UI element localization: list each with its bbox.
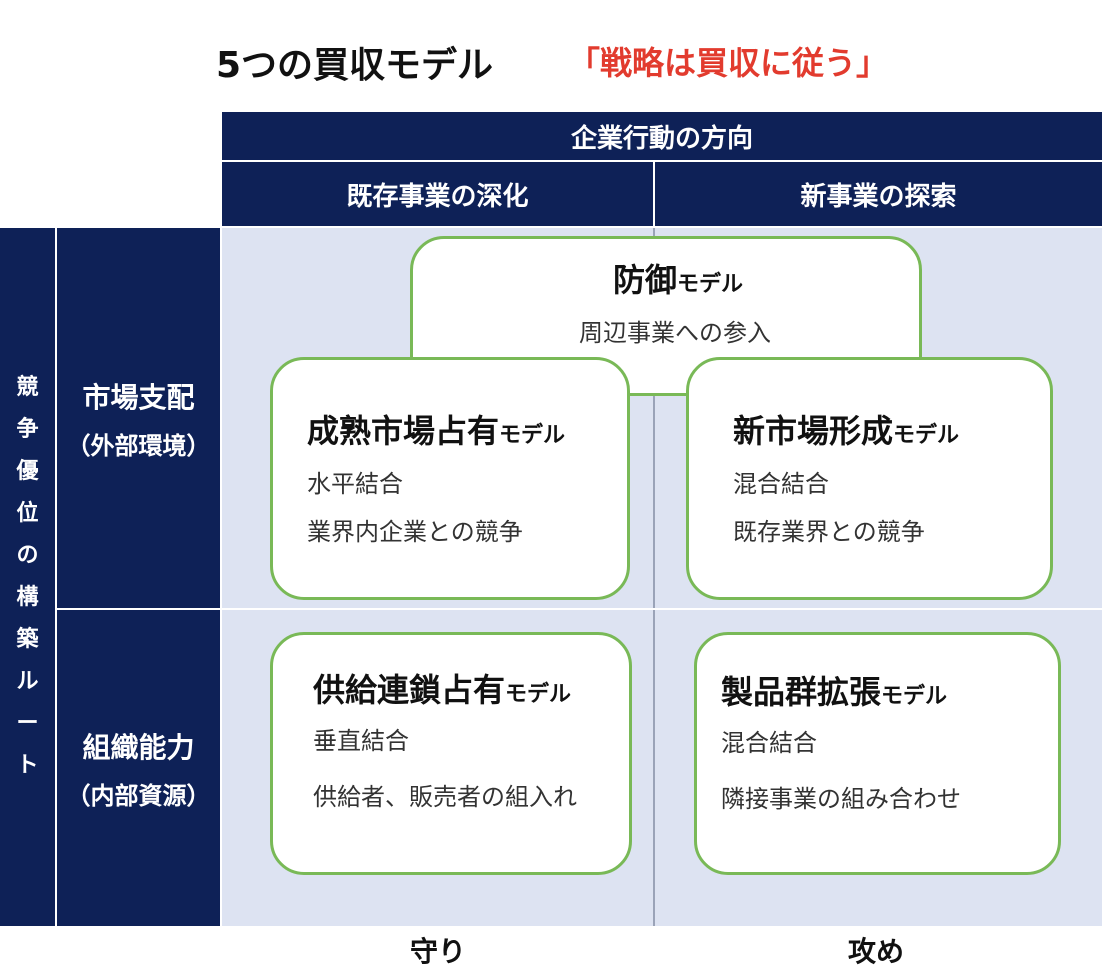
card-supply-title: 供給連鎖占有モデル — [313, 671, 572, 709]
row-label-market-control-title: 市場支配 — [82, 380, 195, 414]
row-label-org-capability-sub: （内部資源） — [66, 781, 211, 810]
card-newmarket-line1: 混合結合 — [733, 470, 829, 498]
vertical-label-competitive-route: 競争優位の構築ルート — [0, 228, 55, 926]
vertical-label-char: 構 — [16, 585, 39, 610]
card-mature-line1: 水平結合 — [307, 470, 403, 498]
axis-label-defense: 守り — [410, 935, 467, 968]
vertical-label-char: 争 — [16, 417, 39, 442]
vertical-label-char: 築 — [16, 627, 39, 652]
header-deepen-existing: 既存事業の深化 — [222, 162, 653, 226]
card-product-line1: 混合結合 — [721, 729, 817, 757]
vertical-label-char: ル — [16, 669, 39, 694]
card-defense-desc: 周辺事業への参入 — [579, 319, 771, 347]
card-product-line2: 隣接事業の組み合わせ — [721, 785, 961, 813]
axis-label-offense: 攻め — [848, 935, 905, 968]
row-label-org-capability: 組織能力 （内部資源） — [57, 610, 220, 926]
card-mature-market-model: 成熟市場占有モデル 水平結合 業界内企業との競争 — [270, 357, 630, 600]
card-mature-line2: 業界内企業との競争 — [307, 518, 523, 546]
card-supply-chain-model: 供給連鎖占有モデル 垂直結合 供給者、販売者の組入れ — [270, 632, 632, 875]
row-label-market-control-sub: （外部環境） — [66, 431, 211, 460]
matrix-vertical-divider — [653, 228, 655, 926]
header-explore-new: 新事業の探索 — [655, 162, 1102, 226]
card-product-title: 製品群拡張モデル — [721, 673, 948, 711]
vertical-label-char: ー — [16, 711, 39, 736]
card-product-expansion-model: 製品群拡張モデル 混合結合 隣接事業の組み合わせ — [694, 632, 1061, 875]
card-new-market-model: 新市場形成モデル 混合結合 既存業界との競争 — [686, 357, 1053, 600]
diagram-subtitle: 「戦略は買収に従う」 — [568, 44, 889, 82]
card-supply-line2: 供給者、販売者の組入れ — [313, 783, 577, 811]
vertical-label-char: 競 — [16, 375, 39, 400]
header-direction: 企業行動の方向 — [222, 112, 1102, 160]
diagram-title: 5つの買収モデル — [216, 45, 494, 86]
row-label-market-control: 市場支配 （外部環境） — [57, 228, 220, 608]
vertical-label-char: 位 — [16, 501, 39, 526]
card-mature-title: 成熟市場占有モデル — [307, 412, 566, 450]
matrix-horizontal-divider — [222, 608, 1102, 610]
card-supply-line1: 垂直結合 — [313, 727, 409, 755]
card-defense-title: 防御モデル — [613, 261, 744, 299]
card-newmarket-title: 新市場形成モデル — [733, 412, 960, 450]
card-newmarket-line2: 既存業界との競争 — [733, 518, 925, 546]
vertical-label-char: の — [16, 543, 39, 568]
vertical-label-char: ト — [16, 753, 39, 778]
row-label-org-capability-title: 組織能力 — [82, 730, 195, 764]
vertical-label-char: 優 — [16, 459, 39, 484]
